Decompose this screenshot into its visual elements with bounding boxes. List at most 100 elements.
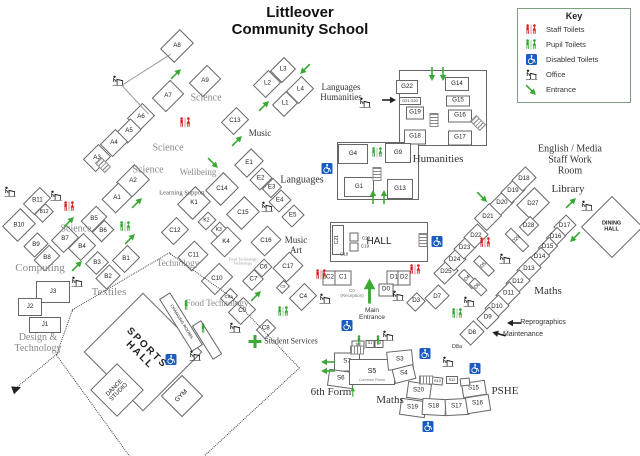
room-label: L1 [281, 99, 289, 107]
office-icon [4, 184, 17, 202]
stairs-icon [419, 375, 433, 385]
room-label: C14 [216, 184, 228, 192]
room-label: D10 [491, 302, 503, 310]
room-c15: C15 [226, 196, 260, 230]
stairs-icon [429, 113, 439, 127]
room-label: D8 [468, 328, 476, 336]
entrance-icon [126, 192, 149, 215]
room-c2: C2 [322, 270, 338, 286]
disabled-icon [321, 161, 333, 179]
room-label: D18 [518, 174, 530, 182]
area-label-wellbeing: Wellbeing [179, 167, 217, 178]
room-label: S12 [448, 378, 456, 382]
disabled-icon [431, 234, 443, 252]
staff-icon [408, 263, 422, 281]
room-c17: C17 [272, 251, 304, 283]
area-label-maintenance: Maintenance [502, 331, 544, 339]
room-label: C7 [249, 275, 257, 283]
room-label: B1 [122, 254, 130, 262]
entrance-icon [58, 211, 81, 234]
pupil-icon [276, 305, 290, 323]
entrance-icon [423, 67, 441, 81]
boundary-line [204, 367, 300, 456]
room-label: D20 [496, 198, 508, 206]
office-icon [522, 69, 540, 80]
office-icon [189, 348, 202, 366]
room-label: DANCE STUDIO [105, 378, 130, 403]
entrance-icon [564, 226, 587, 249]
room-label: D14 [534, 252, 546, 260]
room-hall: HALL [330, 222, 428, 262]
room-g21-g20: G21 G20 [399, 97, 421, 105]
office-icon [319, 291, 332, 309]
key-item-label: Disabled Toilets [546, 55, 599, 64]
entrance-icon [375, 190, 393, 204]
arrow-black-icon [507, 314, 521, 332]
key-item: Entrance [522, 82, 626, 97]
area-label-music: Music [248, 128, 272, 139]
room-label: K2 [203, 217, 211, 224]
leader-line [123, 54, 171, 85]
arrow-black-icon [382, 91, 396, 109]
room-label: G15 [452, 96, 464, 104]
area-label-6th-form: 6th Form [310, 385, 352, 398]
room-label: D17 [559, 221, 571, 229]
room-label: B8 [43, 253, 51, 261]
room-label: D3 [412, 297, 420, 305]
room-label: G9 [393, 148, 403, 156]
office-icon [463, 294, 476, 312]
room-g13: G13 [387, 179, 413, 199]
room-label: E4 [276, 196, 284, 204]
room-label: E1 [245, 158, 253, 166]
area-label-food-technology: Food Technology [185, 298, 249, 309]
key-item: Pupil Toilets [522, 37, 626, 52]
stairs-icon [94, 156, 112, 174]
arrowhead-icon [8, 378, 24, 398]
area-label-main: Main Entrance [358, 306, 386, 321]
entrance-icon [321, 353, 335, 371]
room-b1: B1 [111, 244, 141, 274]
pupil1-icon [183, 299, 190, 317]
room-c12: C12 [160, 216, 190, 246]
area-label-pshe: PSHE [491, 384, 519, 397]
room-label: E3 [268, 183, 276, 191]
room-g16: G16 [448, 109, 472, 123]
disabled-icon [469, 361, 481, 379]
room-c4: C4 [288, 282, 318, 312]
room-label: D7 [433, 292, 441, 300]
room-g19: G19 [406, 106, 424, 120]
room-g9: G9 [385, 143, 411, 163]
area-label-reprographics: Reprographics [520, 319, 566, 327]
room-label: J1 [41, 320, 49, 328]
room-label: B7 [61, 234, 69, 242]
room-label: D6 [473, 282, 482, 291]
room-label: D1 [390, 273, 398, 281]
area-label-maths: Maths [376, 393, 404, 406]
office-icon [229, 320, 242, 338]
room-label: C1 [339, 273, 347, 281]
staff-icon [178, 116, 192, 134]
room-label: D11 [502, 289, 514, 297]
room-label: A8 [173, 41, 181, 49]
pupil1-icon [356, 334, 363, 352]
room-label: D24 [449, 255, 461, 263]
pupil-icon [450, 307, 464, 325]
room-label: C12 [169, 226, 181, 234]
room-label: B3 [93, 258, 101, 266]
room-label: S3 [396, 355, 404, 363]
room-label: GYM [173, 387, 190, 404]
title-line2: Community School [231, 21, 369, 38]
office-icon [261, 199, 274, 217]
room-label: J2 [26, 302, 34, 310]
room-g15: G15 [446, 95, 470, 107]
room-j3: J3 [36, 281, 70, 303]
room-label: S15 [468, 384, 480, 392]
map-key: Key Staff Toilets Pupil Toilets Disabled… [517, 8, 631, 103]
room-d0: D0 [378, 283, 394, 297]
area-label-c20: C20 [361, 235, 371, 241]
room-label: E5 [289, 211, 297, 219]
room-j2: J2 [18, 298, 42, 316]
arrow-black-icon [490, 323, 508, 344]
room-g18: G18 [404, 129, 426, 145]
room-label: B12 [39, 209, 49, 216]
